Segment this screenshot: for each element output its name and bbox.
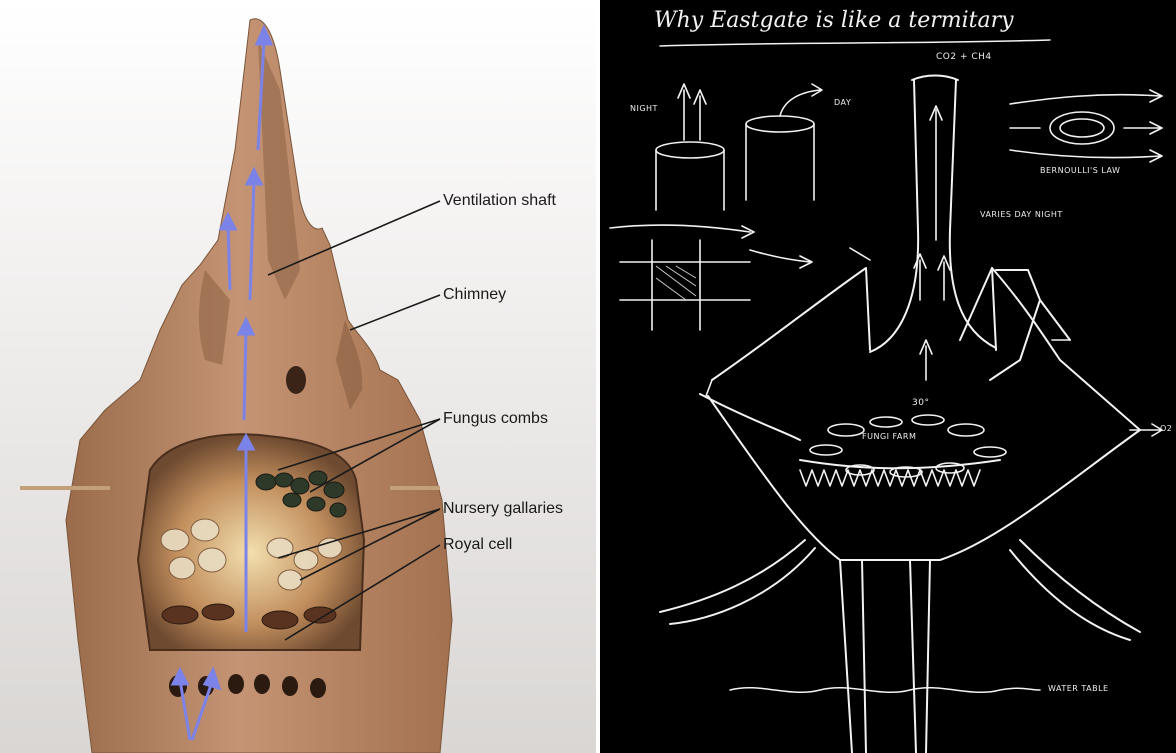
fungi-farm-label: FUNGI FARM	[862, 432, 916, 441]
eastgate-sketch-panel: Why Eastgate is like a termitary CO2 + C…	[600, 0, 1176, 753]
left-leg	[660, 540, 815, 624]
nursery-gallaries-label: Nursery gallaries	[443, 500, 563, 518]
central-chimney	[870, 80, 996, 352]
night-label: NIGHT	[630, 104, 658, 113]
sketch-title: Why Eastgate is like a termitary	[654, 8, 1014, 33]
title-underline	[660, 40, 1050, 46]
co2-ch4-label: CO2 + CH4	[936, 52, 992, 62]
day-label: DAY	[834, 98, 851, 107]
eastgate-building-sketch	[600, 0, 1176, 753]
termite-mound-illustration	[0, 0, 596, 753]
inflow-arrows	[706, 248, 1162, 436]
royal-cell-label: Royal cell	[443, 536, 512, 554]
water-table-label: WATER TABLE	[1048, 684, 1109, 693]
night-vent	[656, 84, 724, 210]
chimney-label: Chimney	[443, 286, 506, 304]
termite-mound-photo-panel: Ventilation shaft Chimney Fungus combs N…	[0, 0, 596, 753]
chimney-opening	[286, 366, 306, 394]
bernoulli-diagram	[1010, 90, 1162, 162]
fungus-combs-label: Fungus combs	[443, 410, 548, 428]
chimney-airflow	[914, 106, 950, 380]
bernoullis-law-label: BERNOULLI'S LAW	[1040, 166, 1120, 175]
main-platform	[708, 396, 1140, 560]
day-vent	[746, 84, 822, 200]
beam-hatching	[656, 266, 696, 300]
o2-label: O2	[1160, 424, 1172, 433]
varies-day-night-label: VARIES DAY NIGHT	[980, 210, 1063, 219]
fungi-farm	[800, 415, 1006, 486]
center-leg-left	[840, 560, 866, 753]
heat-label: 30°	[912, 398, 929, 408]
beam-section	[610, 225, 812, 330]
right-wing-frame	[960, 268, 1070, 380]
center-leg-right	[910, 560, 930, 753]
water-table-line	[730, 688, 1040, 693]
ventilation-shaft-label: Ventilation shaft	[443, 192, 556, 210]
right-leg	[1010, 540, 1140, 640]
chimney-mouth	[912, 76, 958, 81]
